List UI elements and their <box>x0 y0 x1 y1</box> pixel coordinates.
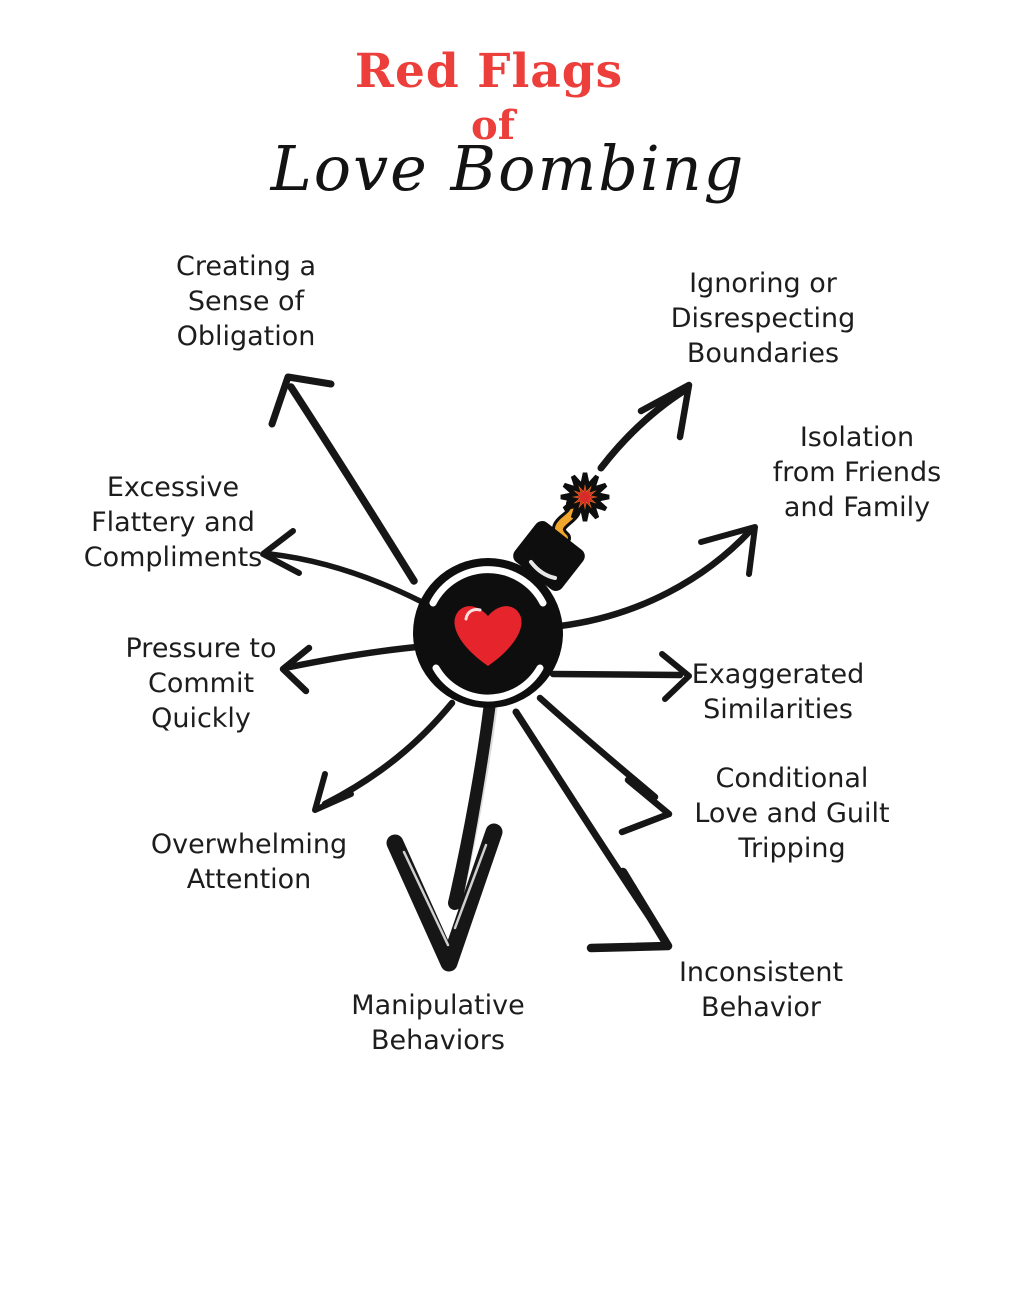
arrow-to-excessive-flattery <box>260 528 423 604</box>
flag-conditional-guilt: Conditional Love and Guilt Tripping <box>694 763 890 864</box>
spark-core <box>574 486 596 508</box>
page-title: Red Flags <box>354 44 624 99</box>
flag-ignoring-boundaries: Ignoring or Disrespecting Boundaries <box>670 268 856 369</box>
arrow-to-inconsistent-behavior <box>512 708 673 953</box>
flag-exaggerated-similarities: Exaggerated Similarities <box>691 659 865 725</box>
flag-manipulative-behaviors: Manipulative Behaviors <box>351 990 525 1056</box>
page-title-of: of <box>471 102 515 149</box>
arrow-to-overwhelming-attention <box>312 699 456 813</box>
flag-inconsistent-behavior: Inconsistent Behavior <box>678 957 844 1023</box>
arrow-to-isolation-family <box>556 524 758 630</box>
flag-pressure-commit: Pressure to Commit Quickly <box>125 633 277 734</box>
arrow-to-conditional-guilt <box>536 694 673 836</box>
arrow-to-manipulative-behaviors <box>386 696 503 972</box>
page-title-script: Love Bombing <box>270 132 746 205</box>
love-bomb-icon <box>413 472 610 708</box>
heart-icon <box>454 606 522 666</box>
arrow-to-exaggerated-similarities <box>549 651 692 702</box>
arrow-to-pressure-commit <box>279 642 432 695</box>
flag-isolation-family: Isolation from Friends and Family <box>772 422 942 523</box>
arrow-to-creating-obligation <box>268 373 418 585</box>
flag-excessive-flattery: Excessive Flattery and Compliments <box>83 472 263 573</box>
flag-creating-obligation: Creating a Sense of Obligation <box>176 251 316 352</box>
flag-overwhelming-attention: Overwhelming Attention <box>150 829 348 895</box>
arrow-to-ignoring-boundaries <box>597 381 693 472</box>
